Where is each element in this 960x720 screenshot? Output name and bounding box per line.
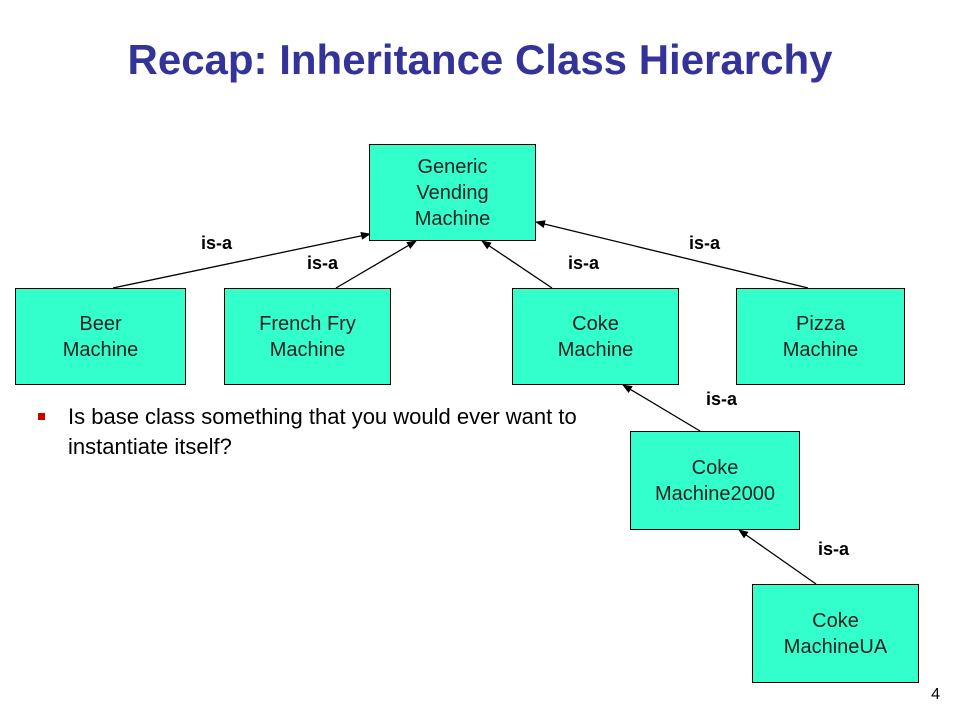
edge-pizza-to-generic [535,220,809,289]
bullet-question: Is base class something that you would e… [68,404,577,459]
node-coke-machine: Coke Machine [512,288,679,385]
edge-beer-to-generic [112,231,371,289]
node-generic-vending-machine: Generic Vending Machine [369,144,536,241]
edge-label-pizza: is-a [689,233,721,253]
slide-title: Recap: Inheritance Class Hierarchy [127,36,833,83]
edge-coke2000-to-coke [622,384,701,432]
edge-frenchfry-to-generic [335,240,417,289]
edge-label-cokeua: is-a [818,539,850,559]
edge-label-frenchfry: is-a [307,253,339,273]
square-bullet-icon [38,413,45,420]
bullet-list: Is base class something that you would e… [38,402,598,462]
node-coke-machine2000: Coke Machine2000 [630,431,800,530]
edge-label-beer: is-a [201,233,233,253]
node-pizza-machine: Pizza Machine [736,288,905,385]
edge-cokeua-to-coke2000 [738,529,817,585]
node-french-fry-machine: French Fry Machine [224,288,391,385]
node-coke-machineua: Coke MachineUA [752,584,919,683]
page-number: 4 [931,686,940,703]
edge-coke-to-generic [481,240,553,289]
edge-label-coke2000: is-a [706,389,738,409]
node-beer-machine: Beer Machine [15,288,186,385]
edge-label-coke: is-a [568,253,600,273]
